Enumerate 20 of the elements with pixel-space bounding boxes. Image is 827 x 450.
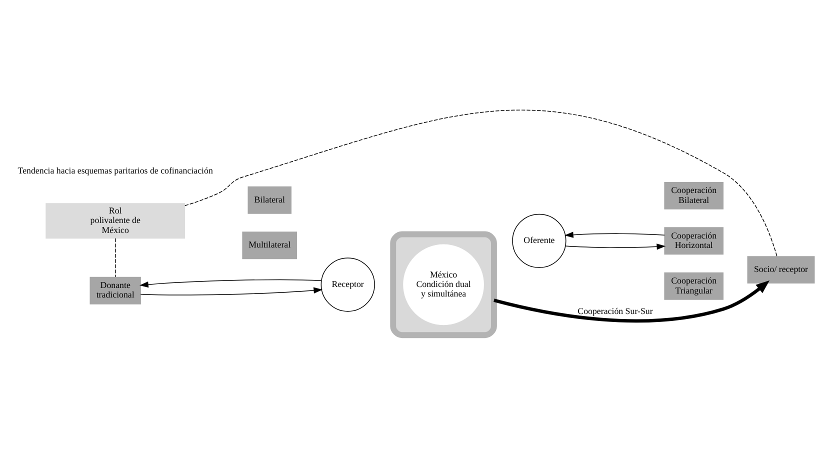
node-circle: México Condición dual y simultánea <box>403 244 484 325</box>
node-box: Bilateral <box>248 186 292 214</box>
node-circle: Receptor <box>320 257 375 312</box>
arrow <box>139 278 322 288</box>
node-box: Rol polivalente de México <box>46 202 186 238</box>
arrow <box>140 286 323 295</box>
node-circle: Oferente <box>512 213 566 268</box>
label: Tendencia hacia esquemas paritarios de cofinanciación <box>18 164 213 175</box>
node-box: Donante tradicional <box>90 276 141 304</box>
node-box: Socio/ receptor <box>747 256 815 284</box>
node-box: Multilateral <box>242 231 298 259</box>
cluster <box>390 230 497 338</box>
node-box: Cooperación Bilateral <box>664 181 724 209</box>
arrow <box>565 243 666 250</box>
arrow <box>564 231 665 238</box>
connector <box>114 238 116 277</box>
edge-label: Cooperación Sur-Sur <box>578 306 653 316</box>
node-box: Cooperación Triangular <box>664 272 724 300</box>
node-box: Cooperación Horizontal <box>664 226 724 254</box>
arrow <box>494 280 770 322</box>
